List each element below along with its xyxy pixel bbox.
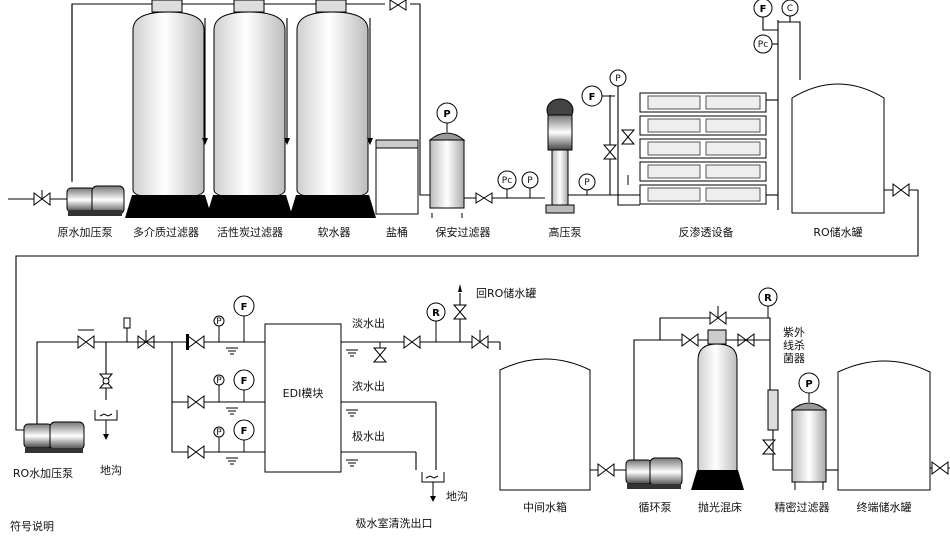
raw-water-pump — [8, 185, 125, 216]
edi-label: EDI模块 — [283, 387, 324, 400]
precision-filter: P — [790, 372, 840, 490]
salt-tank — [375, 139, 419, 215]
electrode-out-label: 极水出 — [352, 429, 385, 443]
raw-pump-label: 原水加压泵 — [58, 226, 113, 239]
top-pipes — [71, 3, 432, 196]
p-gauge-label-2: P — [584, 178, 590, 188]
c-gauge-label: C — [787, 4, 793, 14]
p-gauge-label: P — [527, 176, 533, 186]
polishing-bed — [659, 306, 771, 490]
p-gauge-label-3: P — [615, 74, 621, 84]
security-filter-label: 保安过滤器 — [436, 225, 491, 239]
f-edi-1: F — [241, 302, 248, 313]
softener — [289, 0, 376, 218]
f-edi-2: F — [241, 376, 248, 387]
edi-feed-lines: P P P F F F — [171, 295, 265, 465]
line-gauges: Pc P — [497, 170, 539, 198]
ro-unit: F P — [581, 20, 779, 210]
top-valve — [389, 0, 407, 11]
final-tank-label: 终端储水罐 — [857, 500, 912, 514]
circulation-pump — [625, 339, 710, 489]
pc-gauge-label: Pc — [502, 176, 512, 186]
multimedia-filter-label: 多介质过滤器 — [133, 225, 199, 239]
ro-tank-label: RO储水罐 — [813, 225, 862, 239]
uv-label-2: 线杀 — [783, 338, 805, 352]
hp-pump-label: 高压泵 — [549, 225, 582, 239]
security-filter: P — [428, 102, 545, 218]
p-small-2: P — [216, 376, 222, 386]
drain-label-1: 地沟 — [100, 464, 122, 477]
f-gauge-label: F — [760, 4, 767, 15]
uv-label-3: 菌器 — [783, 352, 805, 365]
legend-label: 符号说明 — [10, 519, 54, 533]
pressure-gauge-label: P — [443, 109, 450, 120]
uv-sterilizer: R 紫外 线杀 菌器 — [758, 287, 805, 471]
clean-out-label: 极水室清洗出口 — [356, 516, 433, 530]
ro-storage-tank — [15, 83, 919, 431]
p-small-3: P — [216, 428, 222, 438]
r-gauge-2: R — [764, 293, 772, 304]
p-gauge-precision: P — [805, 379, 812, 390]
fresh-out-label: 淡水出 — [352, 316, 385, 330]
final-storage-tank — [837, 360, 950, 491]
pc-gauge-label-2: Pc — [758, 40, 768, 50]
edi-module: EDI模块 — [264, 323, 342, 473]
r-gauge-1: R — [432, 308, 440, 319]
middle-tank — [499, 358, 628, 491]
drain-label-2: 地沟 — [446, 490, 468, 503]
salt-tank-label: 盐桶 — [386, 225, 408, 239]
edi-outputs: 淡水出 R 回RO储水罐 浓水出 极水出 — [341, 284, 536, 502]
carbon-filter-label: 活性炭过滤器 — [217, 225, 283, 239]
uv-label-1: 紫外 — [783, 326, 805, 339]
high-pressure-pump: P — [545, 98, 640, 214]
circ-pump-label: 循环泵 — [639, 501, 672, 514]
flow-gauge-label: F — [589, 92, 596, 103]
ro-outlet-gauges: F C Pc — [753, 0, 801, 80]
mid-tank-label: 中间水箱 — [523, 500, 567, 514]
ro-pump-label: RO水加压泵 — [13, 467, 73, 480]
precision-filter-label: 精密过滤器 — [775, 500, 830, 514]
ro-booster-pump — [23, 317, 190, 453]
polish-bed-label: 抛光混床 — [698, 500, 742, 514]
multimedia-filter — [125, 0, 212, 218]
carbon-filter — [206, 0, 293, 218]
return-ro-label: 回RO储水罐 — [476, 286, 536, 300]
softener-label: 软水器 — [318, 225, 351, 239]
f-edi-3: F — [241, 426, 248, 437]
conc-out-label: 浓水出 — [352, 379, 385, 393]
ro-unit-label: 反渗透设备 — [679, 225, 734, 239]
p-small-1: P — [216, 317, 222, 327]
